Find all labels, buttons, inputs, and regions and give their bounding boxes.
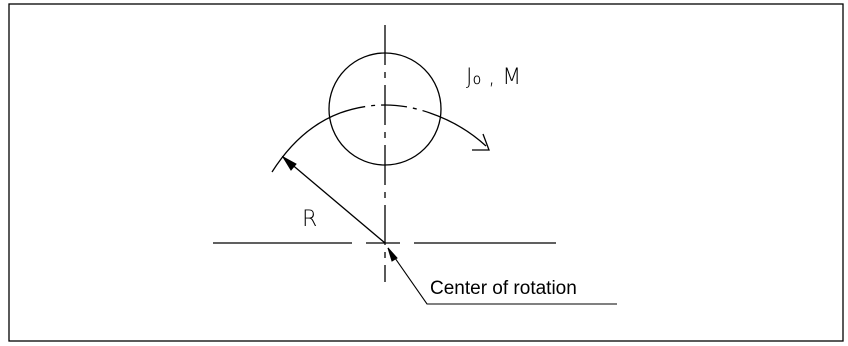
mass-symbol-label: J₀ , M xyxy=(466,65,521,90)
center-leader-line xyxy=(387,247,617,305)
rotation-arrow-icon xyxy=(472,133,490,151)
center-of-rotation-label: Center of rotation xyxy=(430,278,577,299)
center-leader-arrowhead-icon xyxy=(387,247,398,262)
diagram-frame xyxy=(8,3,844,342)
rotation-arc-right xyxy=(429,112,487,147)
rotation-arc-left xyxy=(271,112,341,173)
radius-line xyxy=(282,156,386,244)
radius-arrowhead-icon xyxy=(281,155,297,171)
rotation-arc-middle xyxy=(339,104,431,114)
radius-label: R xyxy=(302,207,317,232)
mass-circle xyxy=(328,52,442,166)
